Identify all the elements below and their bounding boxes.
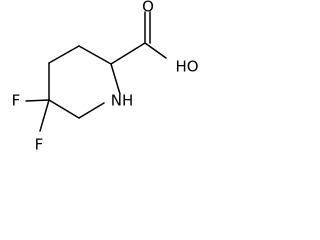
atom-nh: NH [111,92,134,110]
molecule-diagram: O HO NH F F [12,0,199,154]
bond-c3-c4 [78,45,112,65]
bond-group [25,11,167,132]
bond-c6-f-lower [39,99,50,132]
bond-c2-carboxyl [110,42,146,65]
atom-o-carbonyl: O [142,0,154,16]
bond-c6-f-upper [25,99,50,102]
atom-hydroxyl: HO [175,58,198,76]
bond-n-c2 [110,63,121,95]
atom-f-upper: F [12,92,21,110]
bond-c7-n [78,102,105,119]
bond-c6-c7 [48,99,80,119]
bond-c4-c5 [48,45,80,64]
structure-canvas: O HO NH F F [0,0,204,153]
atom-f-lower: F [35,136,44,154]
bond-carboxyl-oh [144,42,167,59]
